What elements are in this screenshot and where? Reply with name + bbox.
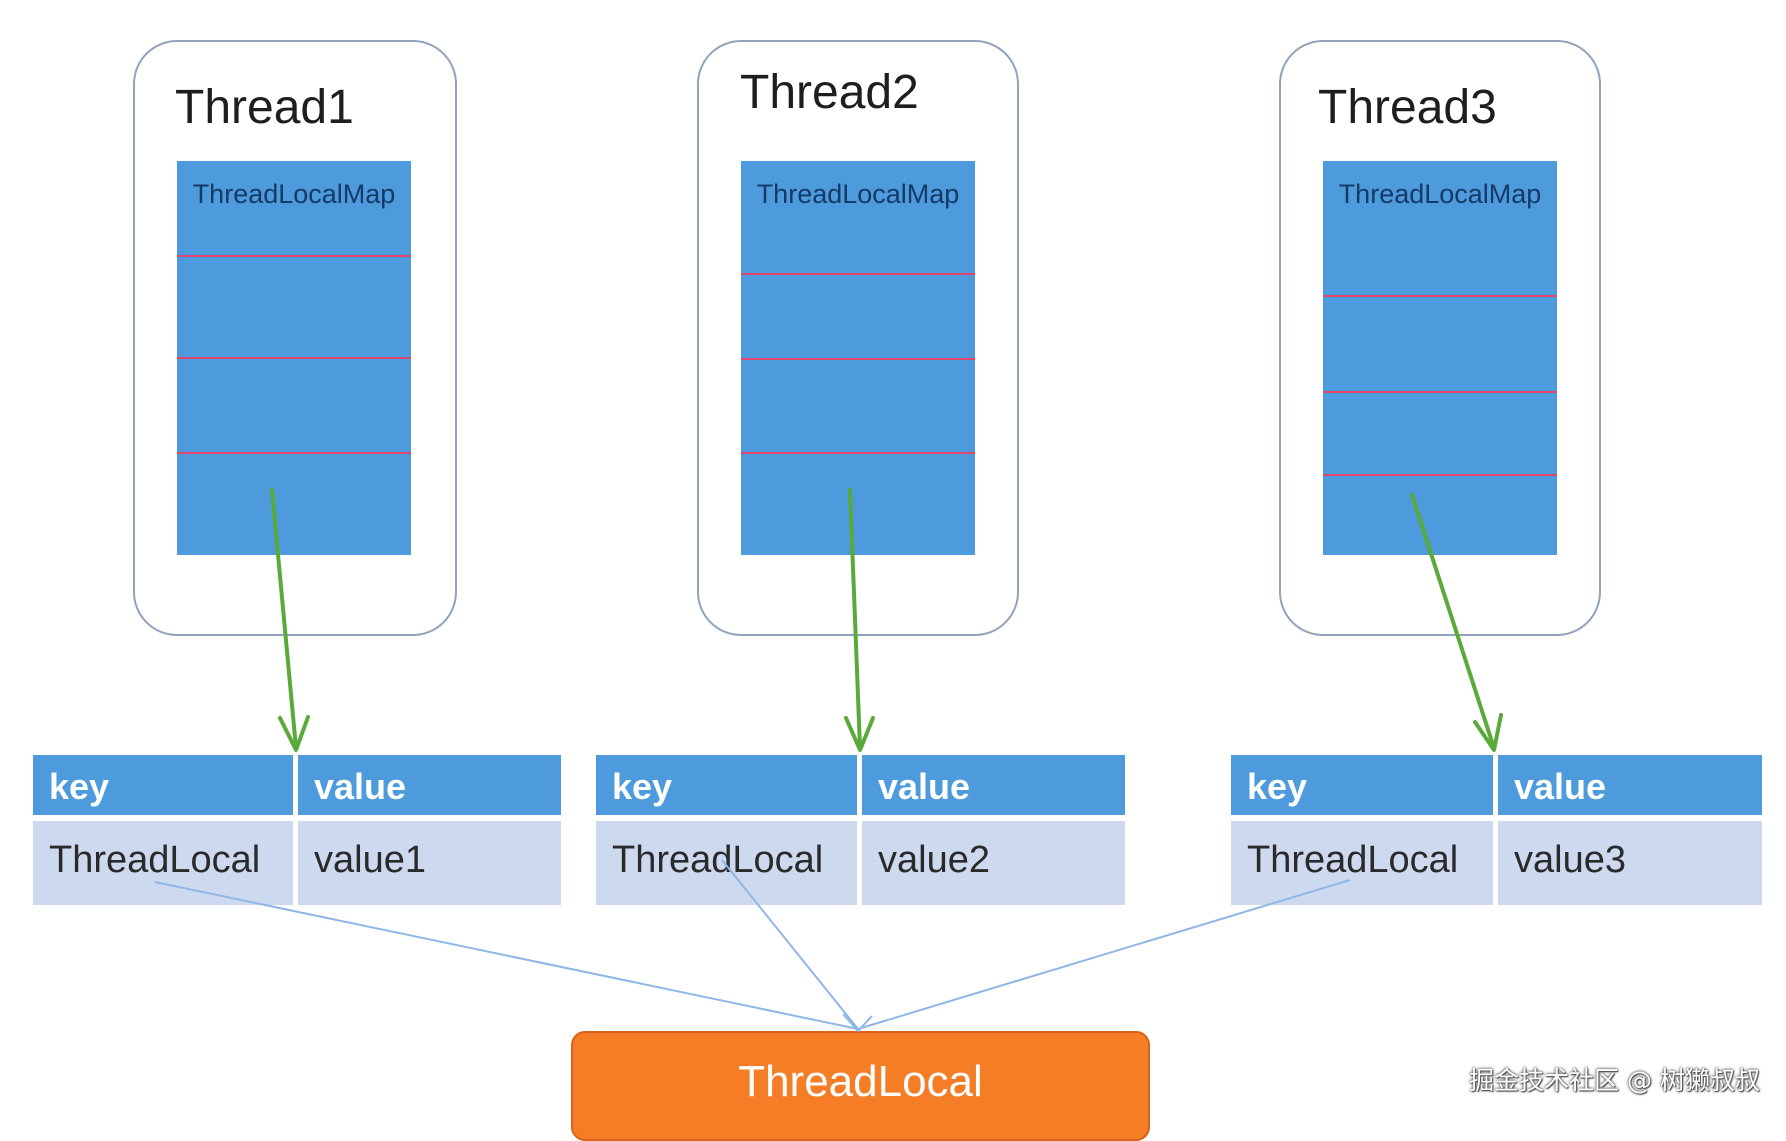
reference-line-thread2 xyxy=(721,859,859,1030)
key-cell: ThreadLocal xyxy=(33,821,293,905)
thread1-threadlocalmap: ThreadLocalMap xyxy=(177,161,411,555)
reference-line-thread1 xyxy=(154,881,859,1030)
pointer-arrow-thread2 xyxy=(848,488,862,750)
value-header-label: value xyxy=(314,766,407,807)
threadlocal-label: ThreadLocal xyxy=(738,1057,983,1106)
map-entry-divider xyxy=(177,357,411,359)
pointer-arrowhead-thread3 xyxy=(1473,713,1503,752)
map-entry-divider xyxy=(741,358,975,360)
value-header: value xyxy=(298,755,561,815)
thread2-threadlocalmap: ThreadLocalMap xyxy=(741,161,975,555)
thread2-map-label: ThreadLocalMap xyxy=(756,179,960,209)
thread3-title: Thread3 xyxy=(1318,81,1497,134)
thread3-map-label: ThreadLocalMap xyxy=(1338,179,1542,209)
map-entry-pointers xyxy=(270,488,1503,752)
map-entry-divider xyxy=(177,255,411,257)
reference-line-thread3 xyxy=(857,879,1351,1030)
thread1-title: Thread1 xyxy=(175,81,354,134)
value-cell: value3 xyxy=(1498,821,1762,905)
value-cell: value2 xyxy=(862,821,1125,905)
value-cell-text: value1 xyxy=(314,839,426,881)
thread1-map-label: ThreadLocalMap xyxy=(192,179,396,209)
key-header-label: key xyxy=(49,766,110,807)
reference-arrowhead xyxy=(842,1013,873,1033)
pointer-arrow-thread1 xyxy=(270,488,298,750)
key-header: key xyxy=(33,755,293,815)
map-entry-divider xyxy=(177,452,411,454)
key-cell-text: ThreadLocal xyxy=(49,839,261,881)
thread3-entry-table: key value ThreadLocal value3 xyxy=(1231,755,1762,907)
key-cell-text: ThreadLocal xyxy=(612,839,824,881)
value-cell-text: value3 xyxy=(1514,839,1626,881)
value-header-label: value xyxy=(878,766,971,807)
thread3-threadlocalmap: ThreadLocalMap xyxy=(1323,161,1557,555)
pointer-arrow-thread3 xyxy=(1410,493,1496,750)
value-cell: value1 xyxy=(298,821,561,905)
value-header: value xyxy=(1498,755,1762,815)
thread1-entry-table: key value ThreadLocal value1 xyxy=(33,755,561,907)
key-cell: ThreadLocal xyxy=(596,821,857,905)
pointer-arrowhead-thread1 xyxy=(278,715,310,752)
key-header: key xyxy=(596,755,857,815)
value-header: value xyxy=(862,755,1125,815)
key-reference-lines xyxy=(154,859,1351,1033)
map-entry-divider xyxy=(1323,391,1557,393)
thread2-title: Thread2 xyxy=(740,66,919,119)
thread2-entry-table: key value ThreadLocal value2 xyxy=(596,755,1125,907)
value-cell-text: value2 xyxy=(878,839,990,881)
value-header-label: value xyxy=(1514,766,1607,807)
map-entry-divider xyxy=(1323,295,1557,297)
map-entry-divider xyxy=(1323,474,1557,476)
map-entry-divider xyxy=(741,273,975,275)
watermark: 掘金技术社区 @ 树獭叔叔 xyxy=(1469,1066,1760,1095)
key-cell: ThreadLocal xyxy=(1231,821,1493,905)
key-header-label: key xyxy=(1247,766,1308,807)
pointer-arrowhead-thread2 xyxy=(844,716,875,752)
key-header: key xyxy=(1231,755,1493,815)
key-header-label: key xyxy=(612,766,673,807)
map-entry-divider xyxy=(741,452,975,454)
key-cell-text: ThreadLocal xyxy=(1247,839,1459,881)
